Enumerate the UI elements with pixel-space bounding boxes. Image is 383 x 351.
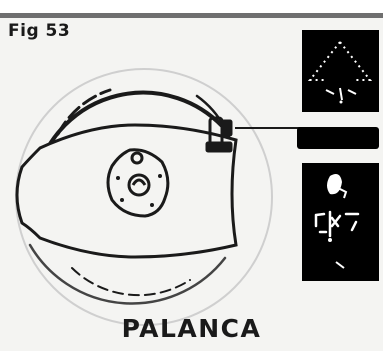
lever-knob	[106, 148, 170, 218]
lever-body	[15, 123, 238, 259]
detail-panel-bottom	[302, 163, 379, 281]
detail-panel-top	[302, 30, 379, 112]
knob-dots	[116, 174, 162, 207]
figure-number: Fig 53	[8, 21, 71, 41]
latch	[205, 116, 233, 153]
top-margin	[0, 0, 383, 17]
header-rule	[0, 13, 383, 18]
lever-circle	[28, 90, 227, 305]
detail-panel-middle	[297, 127, 379, 149]
figure-caption: PALANCA	[121, 314, 262, 343]
